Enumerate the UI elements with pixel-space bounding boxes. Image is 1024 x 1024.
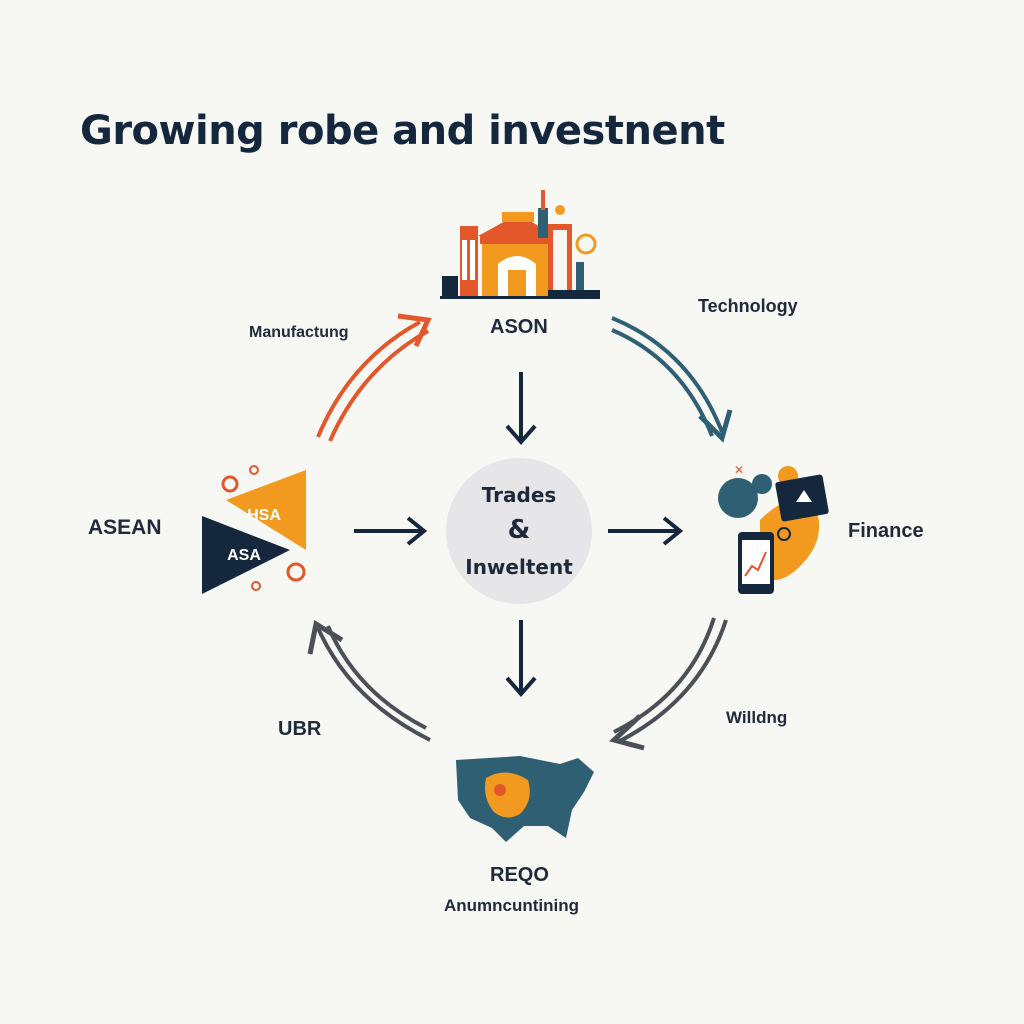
building-icon: [440, 190, 600, 299]
center-label-line3: Inweltent: [465, 555, 573, 579]
arrow-label-willdng: Willdng: [726, 708, 788, 727]
node-top-label: ASON: [490, 316, 548, 338]
arrow-down-bottom: [505, 620, 537, 698]
arrow-technology: [611, 316, 733, 443]
arrow-right-left: [354, 516, 428, 546]
arrow-willdng: [608, 617, 728, 751]
svg-text:✕: ✕: [734, 463, 744, 477]
center-label-line2: &: [507, 515, 531, 545]
arrow-manufacturing: [316, 313, 432, 442]
center-circle: [446, 458, 592, 604]
node-bottom-sublabel: Anumncuntining: [444, 896, 580, 915]
map-icon: [456, 756, 594, 842]
node-bottom-label: REQO: [490, 864, 549, 886]
badge-lower-label: ASA: [227, 547, 261, 564]
finance-icon: ✕: [718, 463, 829, 594]
asean-badge-icon: [202, 465, 306, 594]
arrow-down-top: [505, 372, 537, 446]
arrow-ubr: [307, 619, 431, 742]
node-right-label: Finance: [848, 520, 924, 542]
arrow-label-technology: Technology: [698, 296, 798, 316]
badge-upper-label: HSA: [247, 507, 281, 524]
arrow-label-manufacturing: Manufactung: [249, 324, 349, 341]
center-label-line1: Trades: [481, 483, 557, 507]
arrow-label-ubr: UBR: [278, 718, 322, 740]
arrow-right-right: [608, 516, 684, 546]
page-title: Growing robe and investnent: [80, 108, 725, 154]
node-left-label: ASEAN: [88, 516, 162, 539]
